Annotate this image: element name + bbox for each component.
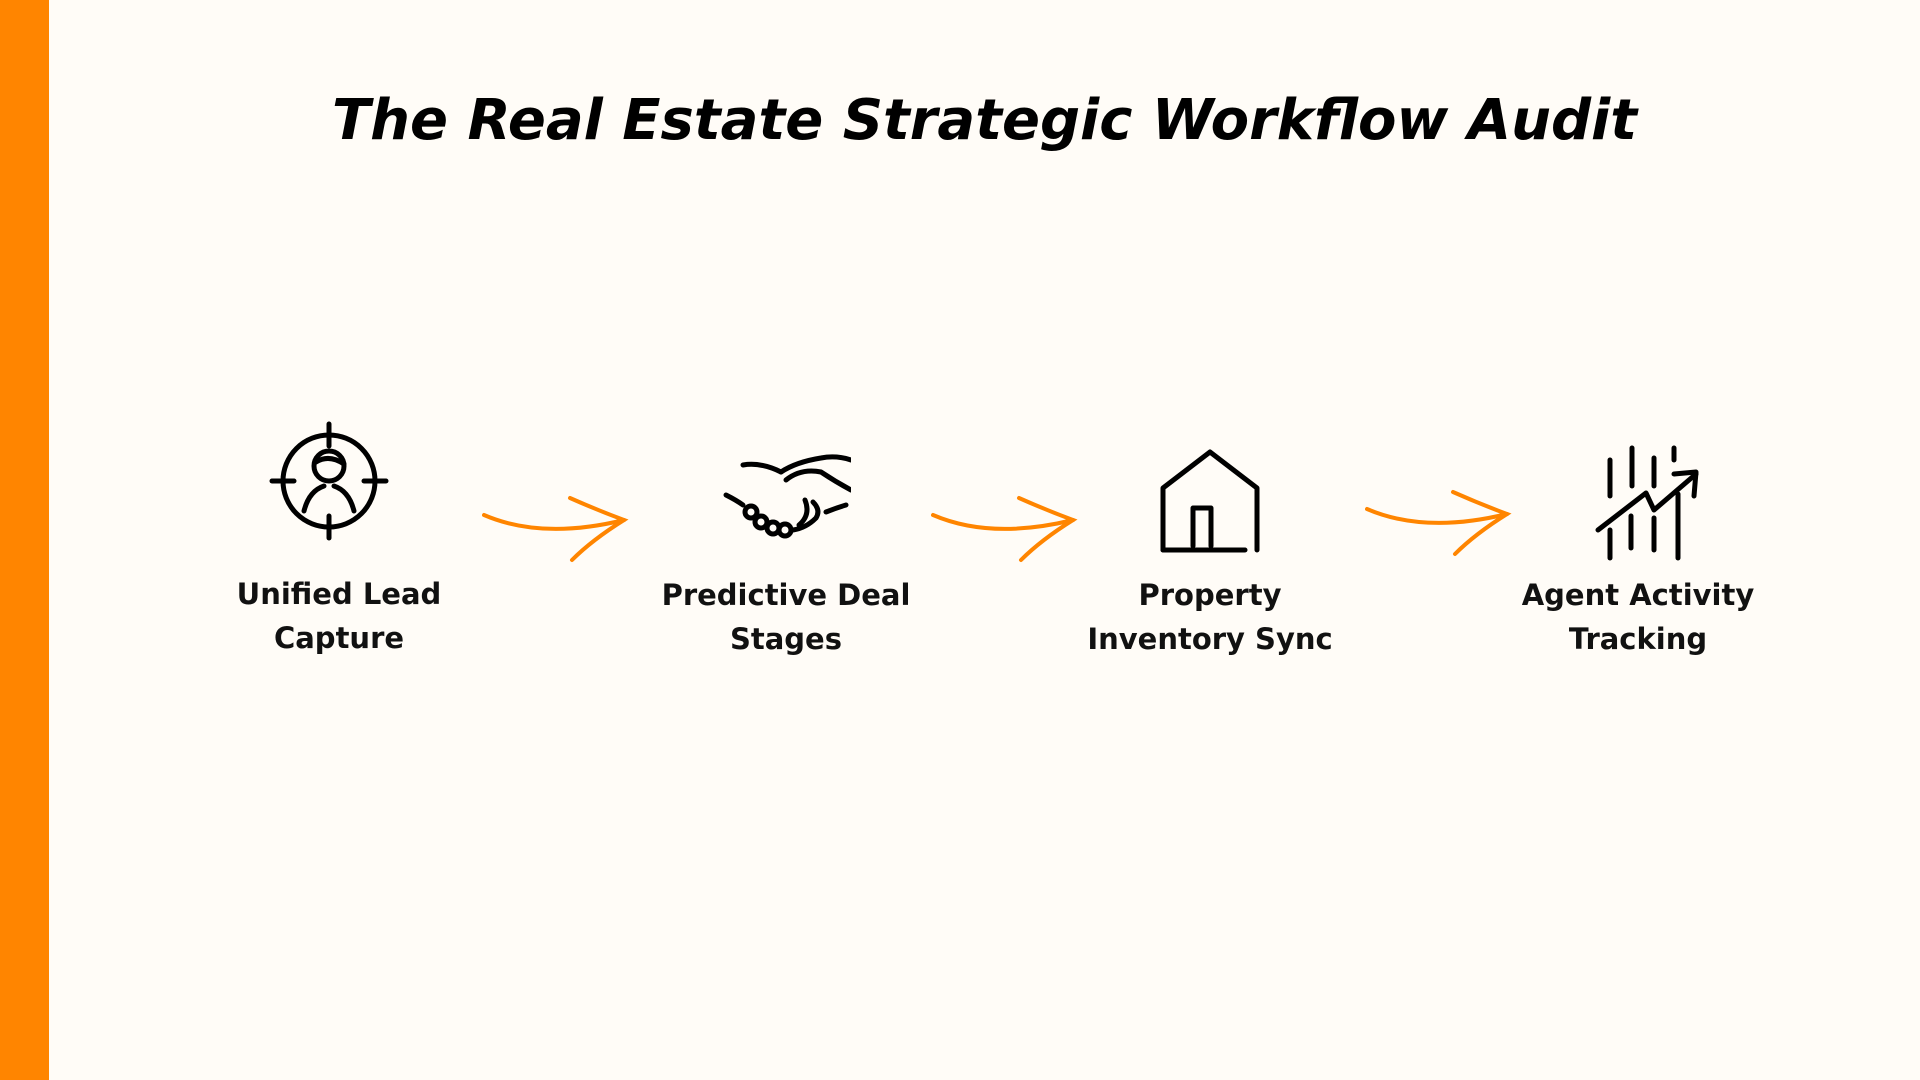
- label-line: Stages: [729, 622, 842, 656]
- accent-side-bar: [0, 0, 49, 1080]
- page-title: The Real Estate Strategic Workflow Audit: [331, 88, 1638, 153]
- flow-arrow-icon: [1365, 484, 1515, 564]
- flow-arrow-icon: [482, 490, 632, 570]
- label-line: Agent Activity: [1521, 578, 1755, 612]
- step-label-predictive-deal-stages: Predictive Deal Stages: [626, 573, 946, 661]
- label-line: Capture: [273, 621, 405, 655]
- step-label-agent-activity-tracking: Agent Activity Tracking: [1478, 573, 1798, 661]
- target-person-icon: [264, 416, 394, 546]
- house-icon: [1145, 440, 1275, 570]
- label-line: Property: [1138, 578, 1282, 612]
- label-line: Predictive Deal: [661, 578, 911, 612]
- growth-chart-icon: [1586, 438, 1716, 568]
- handshake-icon: [721, 440, 854, 570]
- label-line: Unified Lead: [236, 577, 442, 611]
- flow-arrow-icon: [931, 490, 1081, 570]
- step-label-property-inventory-sync: Property Inventory Sync: [1050, 573, 1370, 661]
- label-line: Inventory Sync: [1087, 622, 1333, 656]
- label-line: Tracking: [1568, 622, 1708, 656]
- step-label-unified-lead-capture: Unified Lead Capture: [179, 572, 499, 660]
